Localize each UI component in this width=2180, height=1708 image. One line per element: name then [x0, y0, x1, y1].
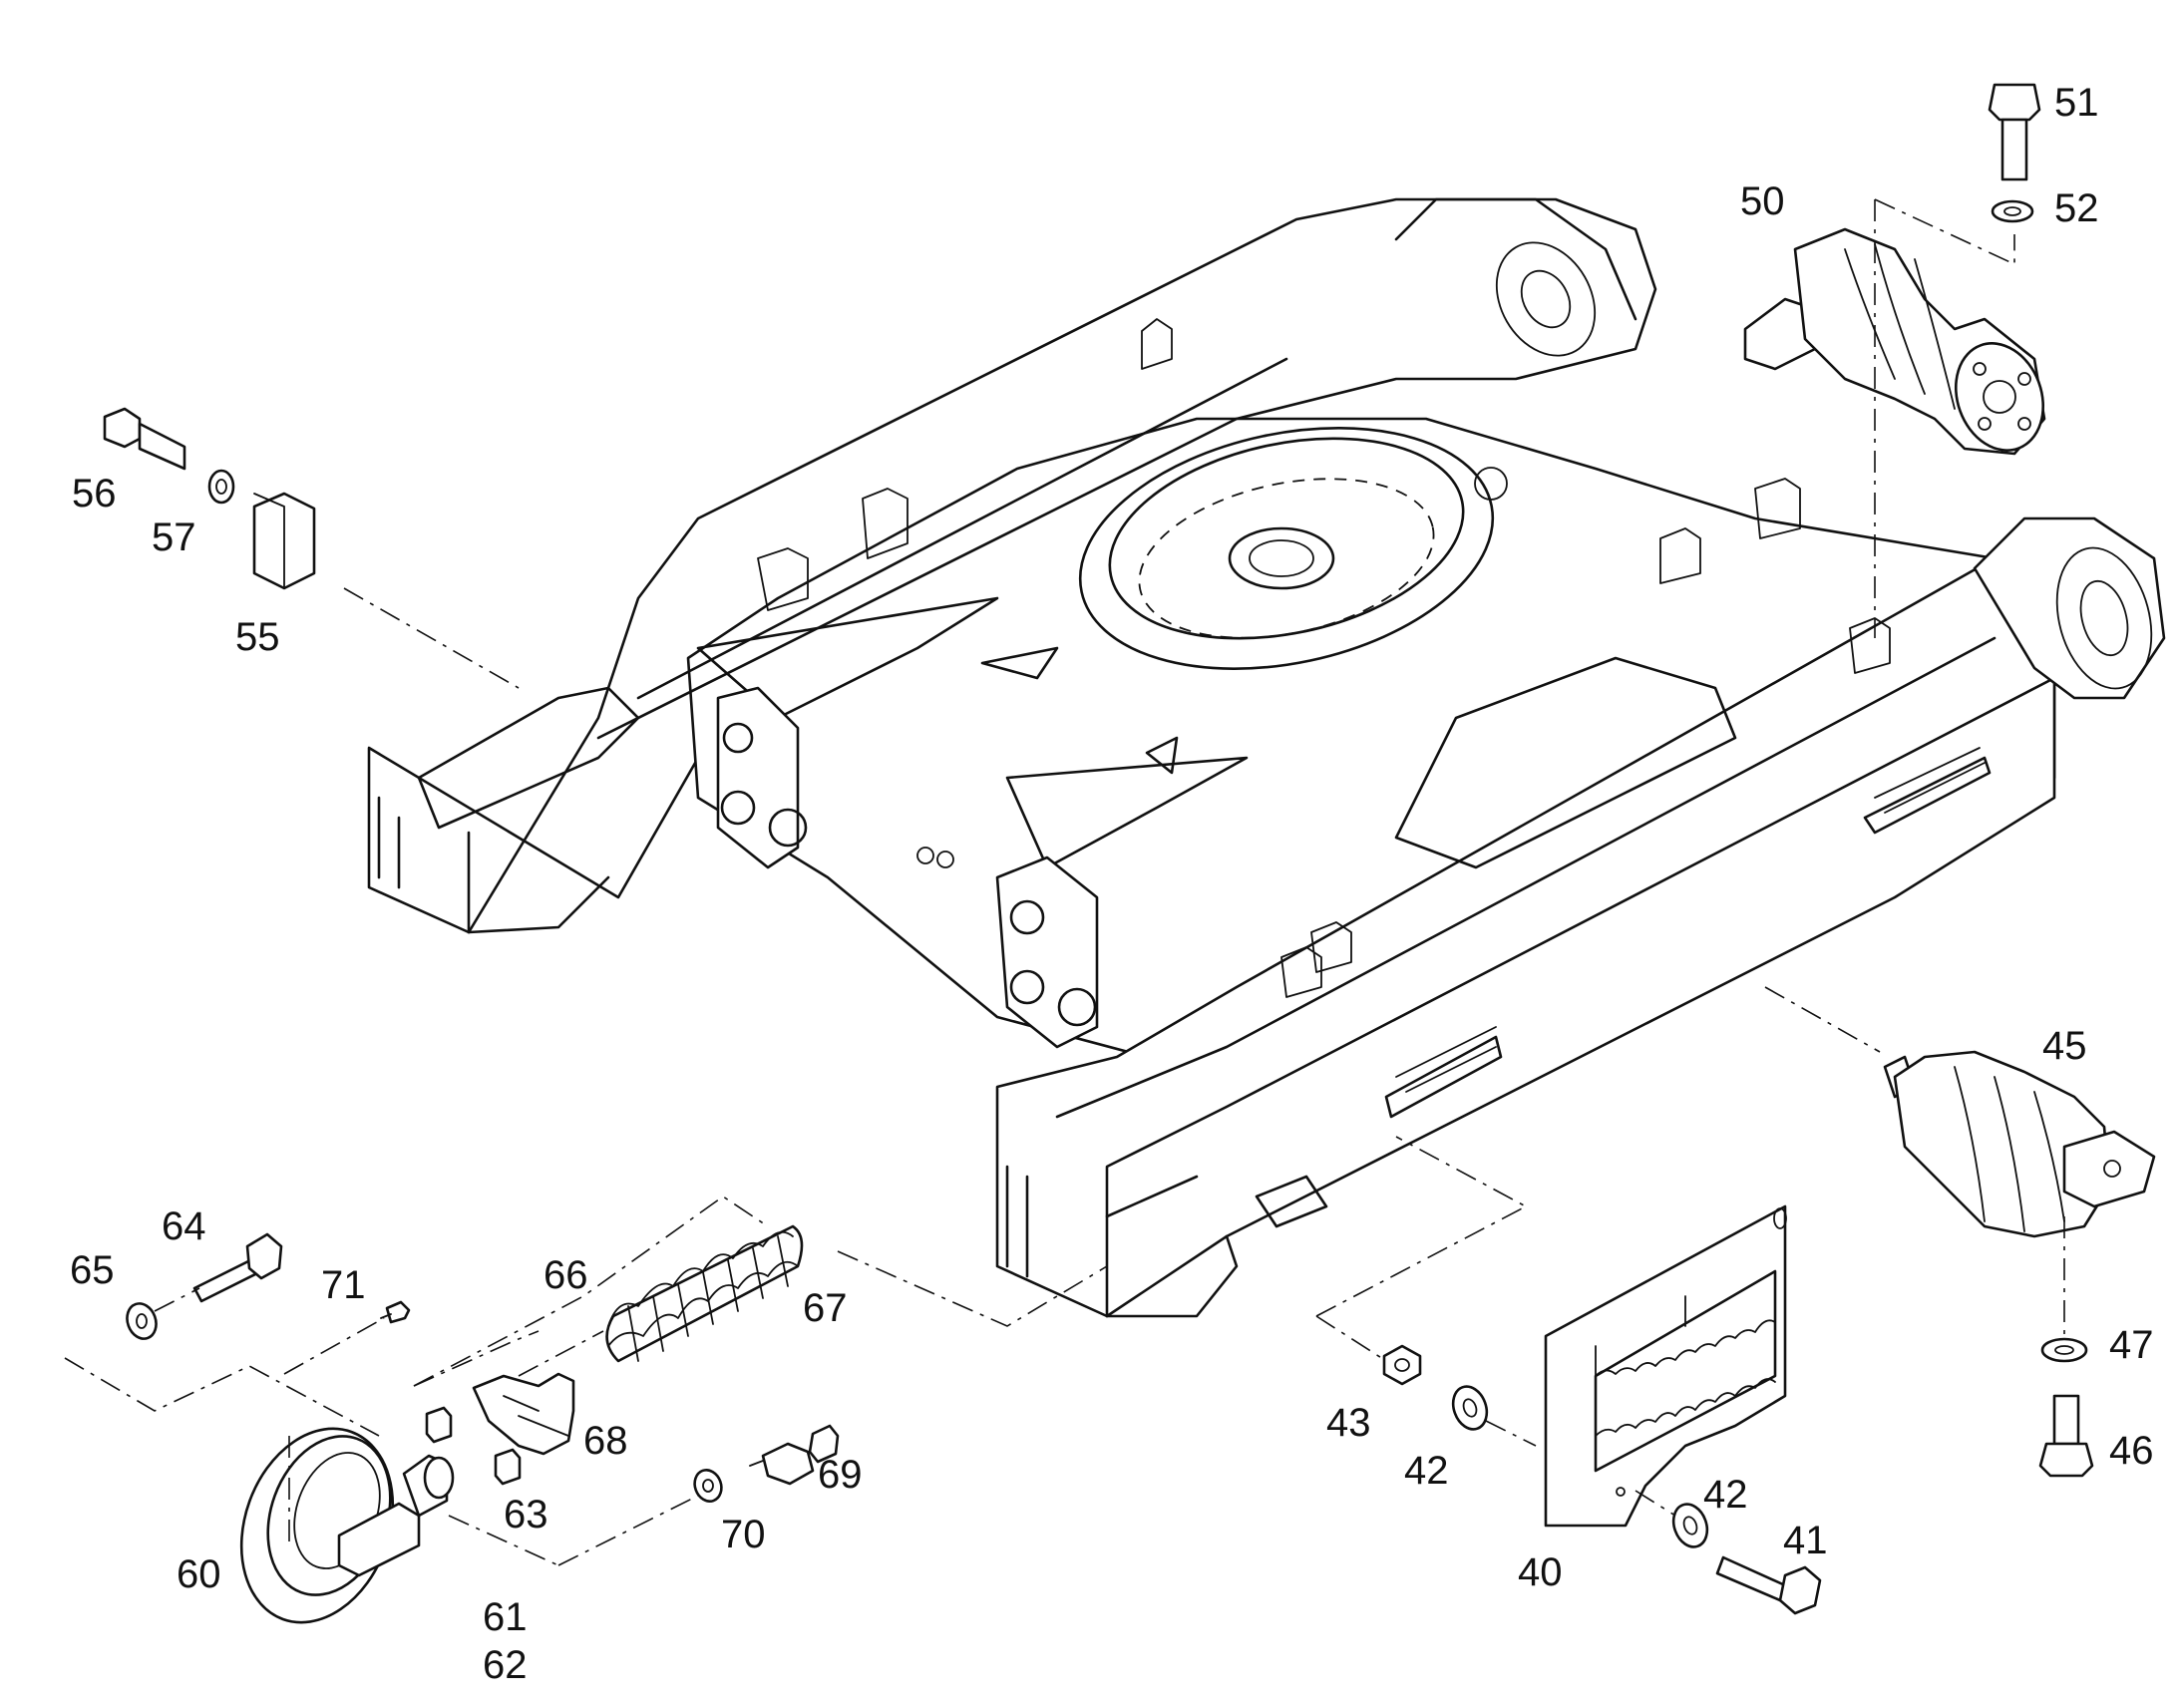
callout-61: 61 [483, 1595, 528, 1639]
callout-68: 68 [583, 1419, 628, 1463]
callout-41: 41 [1783, 1519, 1828, 1562]
callout-60: 60 [177, 1552, 221, 1596]
callout-45: 45 [2042, 1024, 2087, 1068]
callout-70: 70 [721, 1513, 766, 1556]
callout-42-a: 42 [1404, 1449, 1449, 1493]
callout-65: 65 [70, 1248, 115, 1292]
callout-43: 43 [1326, 1401, 1371, 1445]
callout-52: 52 [2054, 186, 2099, 230]
callout-51: 51 [2054, 81, 2099, 125]
callout-40: 40 [1518, 1550, 1563, 1594]
callout-57: 57 [152, 515, 196, 559]
recoil-spring [605, 1224, 804, 1363]
callout-64: 64 [162, 1204, 206, 1248]
idler-recoil-assembly [64, 1196, 1108, 1624]
callout-66: 66 [544, 1253, 588, 1297]
callout-46: 46 [2109, 1429, 2154, 1473]
top-roller-assembly [1743, 83, 2046, 638]
callout-62: 62 [483, 1643, 528, 1687]
callout-71: 71 [321, 1263, 366, 1307]
track-frame [367, 197, 2166, 1318]
callout-labels: 40 41 42 42 43 45 46 47 50 51 52 55 56 5… [70, 81, 2154, 1687]
callout-55: 55 [235, 615, 280, 659]
callout-69: 69 [818, 1453, 863, 1497]
callout-42-b: 42 [1703, 1473, 1748, 1517]
callout-63: 63 [504, 1493, 548, 1537]
callout-67: 67 [803, 1286, 848, 1330]
callout-56: 56 [72, 472, 117, 515]
guard-block-assembly [103, 407, 520, 689]
callout-50: 50 [1740, 179, 1785, 223]
track-roller-assembly [1764, 986, 2156, 1478]
guard-plate-assembly [1315, 1136, 1822, 1615]
callout-47: 47 [2109, 1323, 2154, 1367]
